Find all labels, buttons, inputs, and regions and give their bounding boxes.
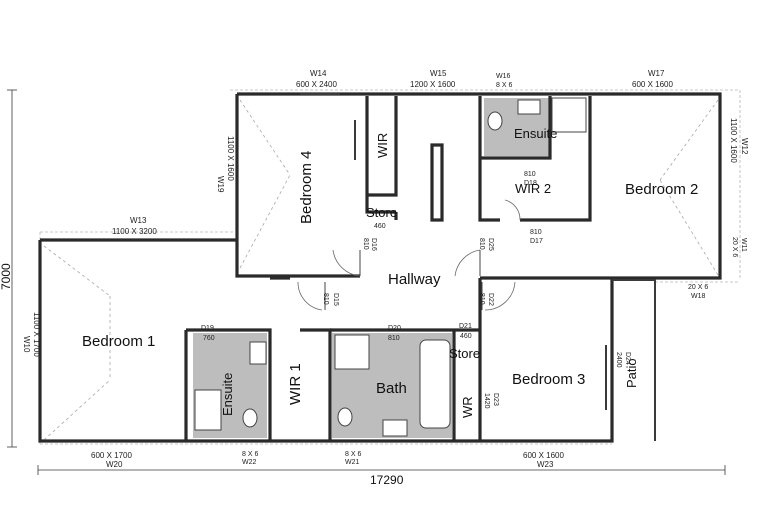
room-wir2: WIR 2: [515, 181, 551, 196]
window-w15-id: W15: [430, 69, 447, 78]
window-w21-id: W21: [345, 459, 360, 466]
door-d24-id: D24: [624, 352, 631, 365]
room-patio: Patio: [624, 358, 639, 388]
door-d25-size: 810: [478, 238, 485, 250]
window-w14-id: W14: [310, 69, 327, 78]
window-w19-size: 1100 X 1600: [226, 136, 235, 181]
window-w17-size: 600 X 1600: [632, 80, 673, 89]
fixtures: [194, 97, 587, 437]
door-d20-size: 810: [388, 335, 400, 342]
door-d16-id: D16: [370, 238, 377, 251]
door-d20-id: D20: [388, 325, 401, 332]
window-w17-id: W17: [648, 69, 665, 78]
door-d19-size: 760: [203, 335, 215, 342]
overall-width: 17290: [370, 473, 404, 487]
door-store-top-size: 460: [374, 223, 386, 230]
window-w12-size: 1100 X 1600: [729, 118, 738, 163]
roof-outline: [39, 89, 741, 445]
door-d21-size: 460: [460, 333, 472, 340]
window-w14-size: 600 X 2400: [296, 80, 337, 89]
window-w11-size: 20 X 6: [731, 237, 738, 257]
door-d21-id: D21: [459, 323, 472, 330]
door-swings: [297, 199, 521, 311]
window-w22-size: 8 X 6: [242, 451, 258, 458]
window-w16-size: 8 X 6: [496, 82, 512, 89]
patio-outline: [612, 279, 656, 441]
overall-height: 7000: [0, 263, 13, 290]
window-w23-size: 600 X 1600: [523, 451, 564, 460]
roof-hatch: [43, 99, 719, 441]
room-bedroom2: Bedroom 2: [625, 181, 698, 198]
door-d24-size: 2400: [615, 352, 622, 368]
walls: [38, 92, 722, 443]
room-bedroom3: Bedroom 3: [512, 371, 585, 388]
door-d18-id: D18: [524, 180, 537, 187]
window-w15-size: 1200 X 1600: [410, 80, 456, 89]
door-d17-id: D17: [530, 238, 543, 245]
door-d15-id: D15: [332, 293, 339, 306]
window-w22-id: W22: [242, 459, 257, 466]
door-d19-id: D19: [201, 325, 214, 332]
door-d22-id: D22: [487, 293, 494, 306]
room-wir1: WIR 1: [287, 363, 304, 405]
window-w18-size: 20 X 6: [688, 284, 708, 291]
overall-dimensions: [7, 89, 726, 475]
door-d25-id: D25: [487, 238, 494, 251]
room-bedroom4: Bedroom 4: [298, 151, 315, 224]
door-d16-size: 810: [362, 238, 369, 250]
room-bedroom1: Bedroom 1: [82, 333, 155, 350]
window-w16-id: W16: [496, 73, 511, 80]
window-w21-size: 8 X 6: [345, 451, 361, 458]
room-hallway: Hallway: [388, 271, 441, 288]
window-w18-id: W18: [691, 293, 706, 300]
room-ensuite-left: Ensuite: [220, 373, 235, 416]
window-w19-id: W19: [216, 176, 225, 193]
door-d23-id: D23: [492, 393, 499, 406]
window-w13-size: 1100 X 3200: [112, 227, 157, 236]
room-ensuite-top: Ensuite: [514, 126, 557, 141]
window-w20-id: W20: [106, 460, 123, 469]
door-d23-size: 1420: [483, 393, 490, 409]
door-d22-size: 810: [478, 293, 485, 305]
window-w23-id: W23: [537, 460, 554, 469]
window-w11-id: W11: [740, 238, 747, 252]
door-d15-size: 810: [322, 293, 329, 305]
room-store-bottom: Store: [449, 346, 480, 361]
room-wir-top: WIR: [375, 133, 390, 158]
room-bath: Bath: [376, 380, 407, 397]
window-w10-size: 1100 X 1700: [32, 312, 41, 357]
room-wr: WR: [460, 396, 475, 418]
room-store-top: Store: [366, 205, 397, 220]
door-d17-size: 810: [530, 229, 542, 236]
door-d18-size: 810: [524, 171, 536, 178]
window-marks: [300, 93, 607, 410]
window-w12-id: W12: [740, 138, 749, 155]
window-w20-size: 600 X 1700: [91, 451, 132, 460]
window-w13-id: W13: [130, 216, 147, 225]
window-w10-id: W10: [22, 336, 31, 353]
